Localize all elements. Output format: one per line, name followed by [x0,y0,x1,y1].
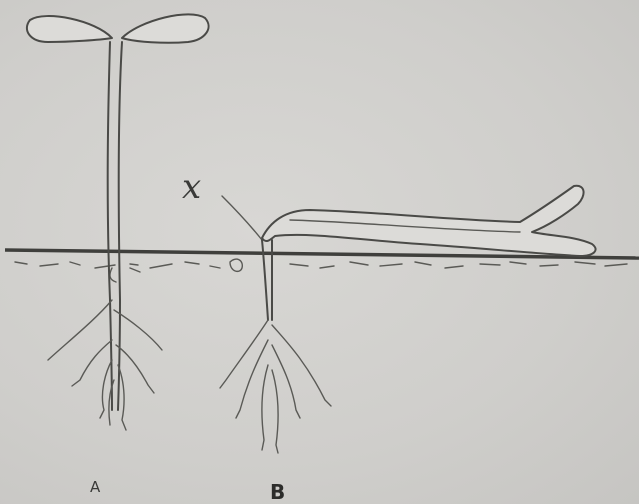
seedling-b-label: B [270,480,285,504]
seedling-a-roots [48,300,162,430]
seedling-b [220,186,596,453]
x-pointer-line [222,196,262,240]
seedling-a-label: A [90,478,100,496]
seedling-a-left-cotyledon [27,16,112,42]
seedling-a-right-cotyledon [122,14,209,42]
seedling-b-roots [220,320,331,453]
seedling-a-stem [108,42,112,410]
soil-surface [5,250,639,282]
seedling-a [27,14,209,430]
marker-x-label: x [182,170,201,204]
